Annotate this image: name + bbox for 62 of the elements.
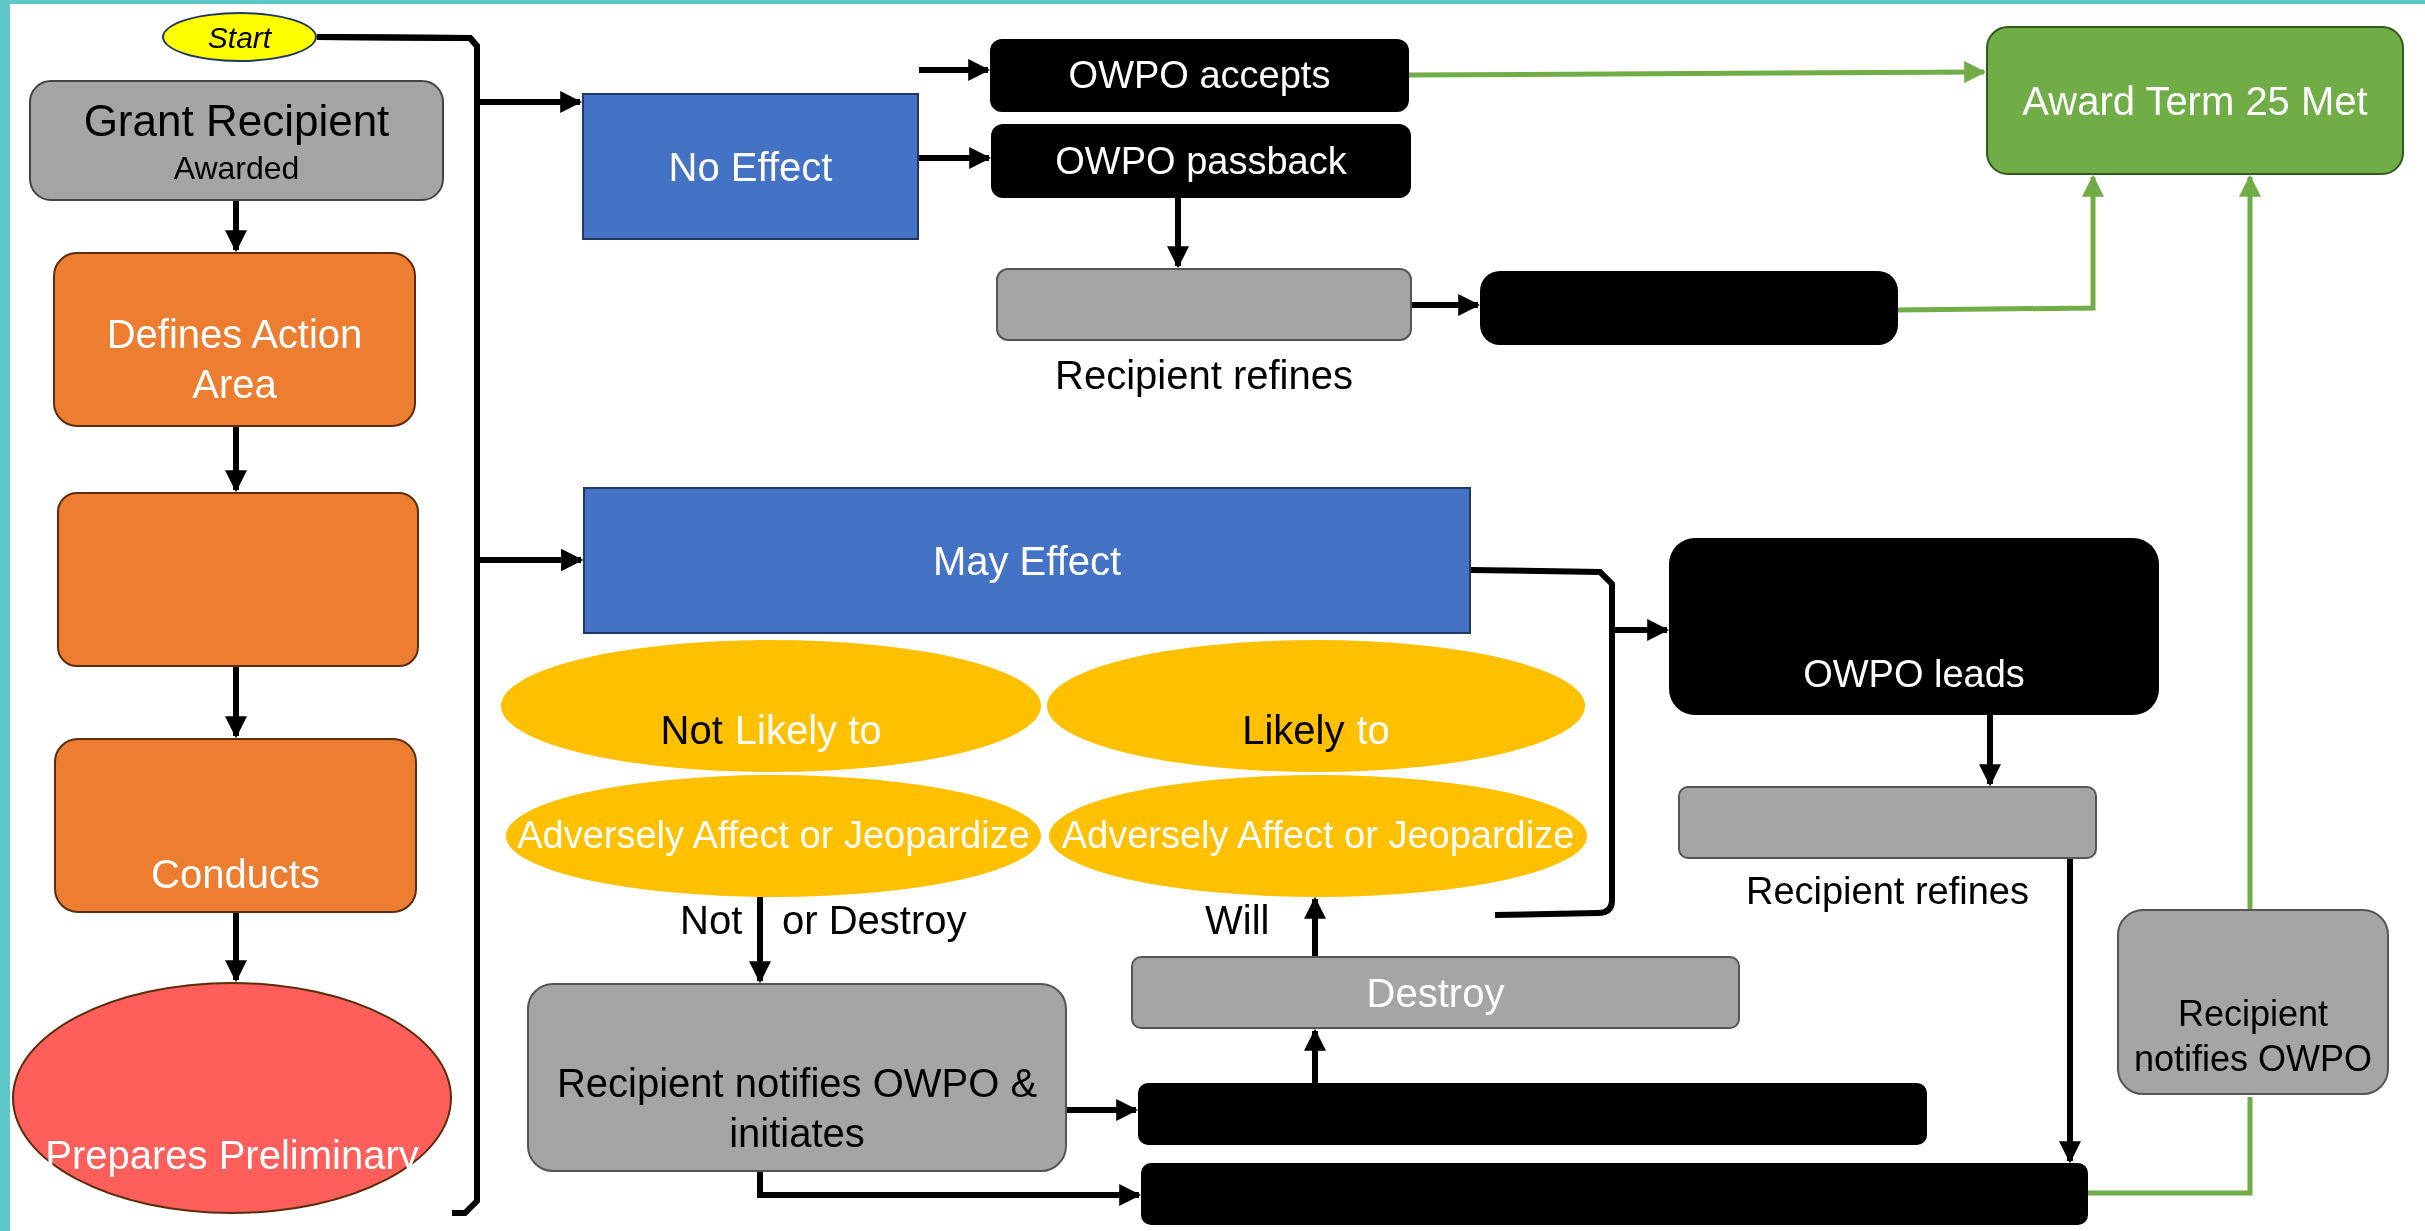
process-box <box>54 738 417 913</box>
node-label: May Effect <box>932 537 1122 585</box>
node-label: Not <box>660 707 723 754</box>
arrow <box>749 897 771 984</box>
node-label: Adversely Affect or Jeopardize <box>517 813 1030 859</box>
node-label: Conducts <box>151 851 320 898</box>
arrow <box>2239 174 2261 909</box>
arrow <box>1979 715 2001 787</box>
node-label: No Effect <box>668 143 833 191</box>
node-label: Recipient refines <box>1055 352 1353 399</box>
outcome-box <box>582 93 919 240</box>
arrow <box>1409 61 1987 84</box>
process-bar <box>1138 1083 1927 1145</box>
arrow <box>919 147 992 169</box>
node-label: Recipient notifies OWPO <box>2132 992 2374 1081</box>
process-box <box>1669 538 2159 715</box>
arrow <box>2059 859 2081 1164</box>
arrow <box>1067 1099 1139 1121</box>
node-label: Recipient notifies OWPO & initiates <box>555 1060 1039 1157</box>
arrow <box>452 549 584 1216</box>
outcome-box <box>583 487 1471 634</box>
arrow <box>225 667 247 739</box>
note-text: or Destroy <box>782 900 967 940</box>
process-box <box>29 80 444 201</box>
result-box <box>1986 26 2404 175</box>
arrow <box>1412 294 1481 316</box>
node-label: Defines Action Area <box>105 311 364 408</box>
arrow <box>1167 198 1189 269</box>
note-text: Not <box>680 900 743 940</box>
node-label: Likely <box>1242 707 1345 754</box>
node-label: Award Term 25 Met <box>2022 77 2368 125</box>
process-bar <box>1141 1163 2088 1225</box>
node-label: to <box>1356 707 1390 754</box>
arrow <box>1304 1028 1326 1083</box>
node-label: OWPO passback <box>1055 138 1347 184</box>
arrow <box>225 427 247 493</box>
arrow <box>1304 896 1326 956</box>
node-label: Adversely Affect or Jeopardize <box>1061 813 1575 859</box>
node-label: OWPO accepts <box>1068 53 1331 98</box>
process-box <box>53 252 416 427</box>
node-label: Prepares Preliminary <box>45 1132 419 1179</box>
node-label: Likely to <box>734 707 882 754</box>
process-box <box>2117 909 2389 1095</box>
process-box <box>527 983 1067 1172</box>
arrow <box>1897 174 2104 313</box>
node-label: Grant Recipient <box>83 95 390 147</box>
node-label: Awarded <box>173 149 300 188</box>
arrow <box>919 59 991 81</box>
arrow <box>225 201 247 253</box>
process-box <box>990 39 1409 112</box>
arrow <box>1470 567 1670 641</box>
arrow <box>757 1172 1142 1206</box>
process-box <box>991 124 1411 198</box>
node-label: Recipient refines <box>1745 869 2029 914</box>
process-box <box>57 492 419 667</box>
process-box <box>1480 271 1898 345</box>
node-label: OWPO leads <box>1803 652 2025 697</box>
node-label: Start <box>207 19 272 56</box>
arrow <box>225 913 247 983</box>
note-text: Will <box>1205 900 1270 940</box>
node-label: Destroy <box>1366 969 1505 1017</box>
process-box <box>1131 956 1740 1029</box>
